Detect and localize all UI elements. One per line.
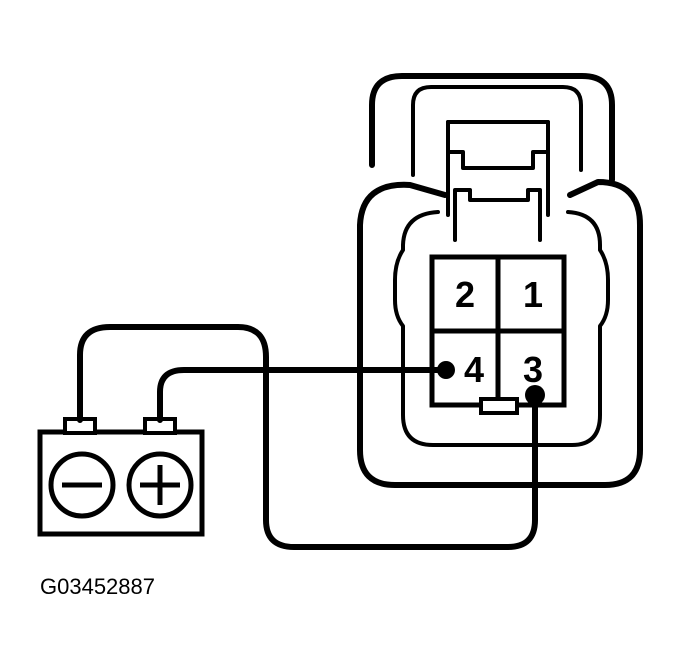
- pin-label-2: 2: [455, 274, 475, 315]
- locking-tab-guide: [453, 188, 542, 242]
- plus-icon: [126, 451, 194, 519]
- pin-label-4: 4: [464, 349, 484, 390]
- battery: [37, 417, 205, 537]
- pin-cavity-grid: [429, 254, 567, 408]
- connector-housing: [357, 73, 643, 488]
- connector-hood-outer: [369, 73, 615, 183]
- figure-id: G03452887: [40, 574, 155, 599]
- pin-label-3: 3: [523, 349, 543, 390]
- connector-hood-inner: [411, 85, 583, 177]
- connector-shell-outer: [357, 179, 643, 488]
- pin-label-1: 1: [523, 274, 543, 315]
- battery-body: [37, 429, 205, 537]
- lead-negative-to-pin-3: [77, 324, 538, 550]
- test-leads: [77, 324, 538, 550]
- minus-icon: [48, 451, 116, 519]
- probe-point-pin-4: [437, 361, 455, 379]
- lead-positive-to-pin-4: [157, 367, 449, 423]
- connector-shell-inner: [393, 210, 610, 447]
- locking-tab: [446, 120, 550, 170]
- connector-key: [479, 397, 519, 415]
- probe-point-pin-3: [525, 385, 545, 405]
- locking-tab-sides: [446, 120, 550, 217]
- pin-cavity-3: [495, 328, 567, 408]
